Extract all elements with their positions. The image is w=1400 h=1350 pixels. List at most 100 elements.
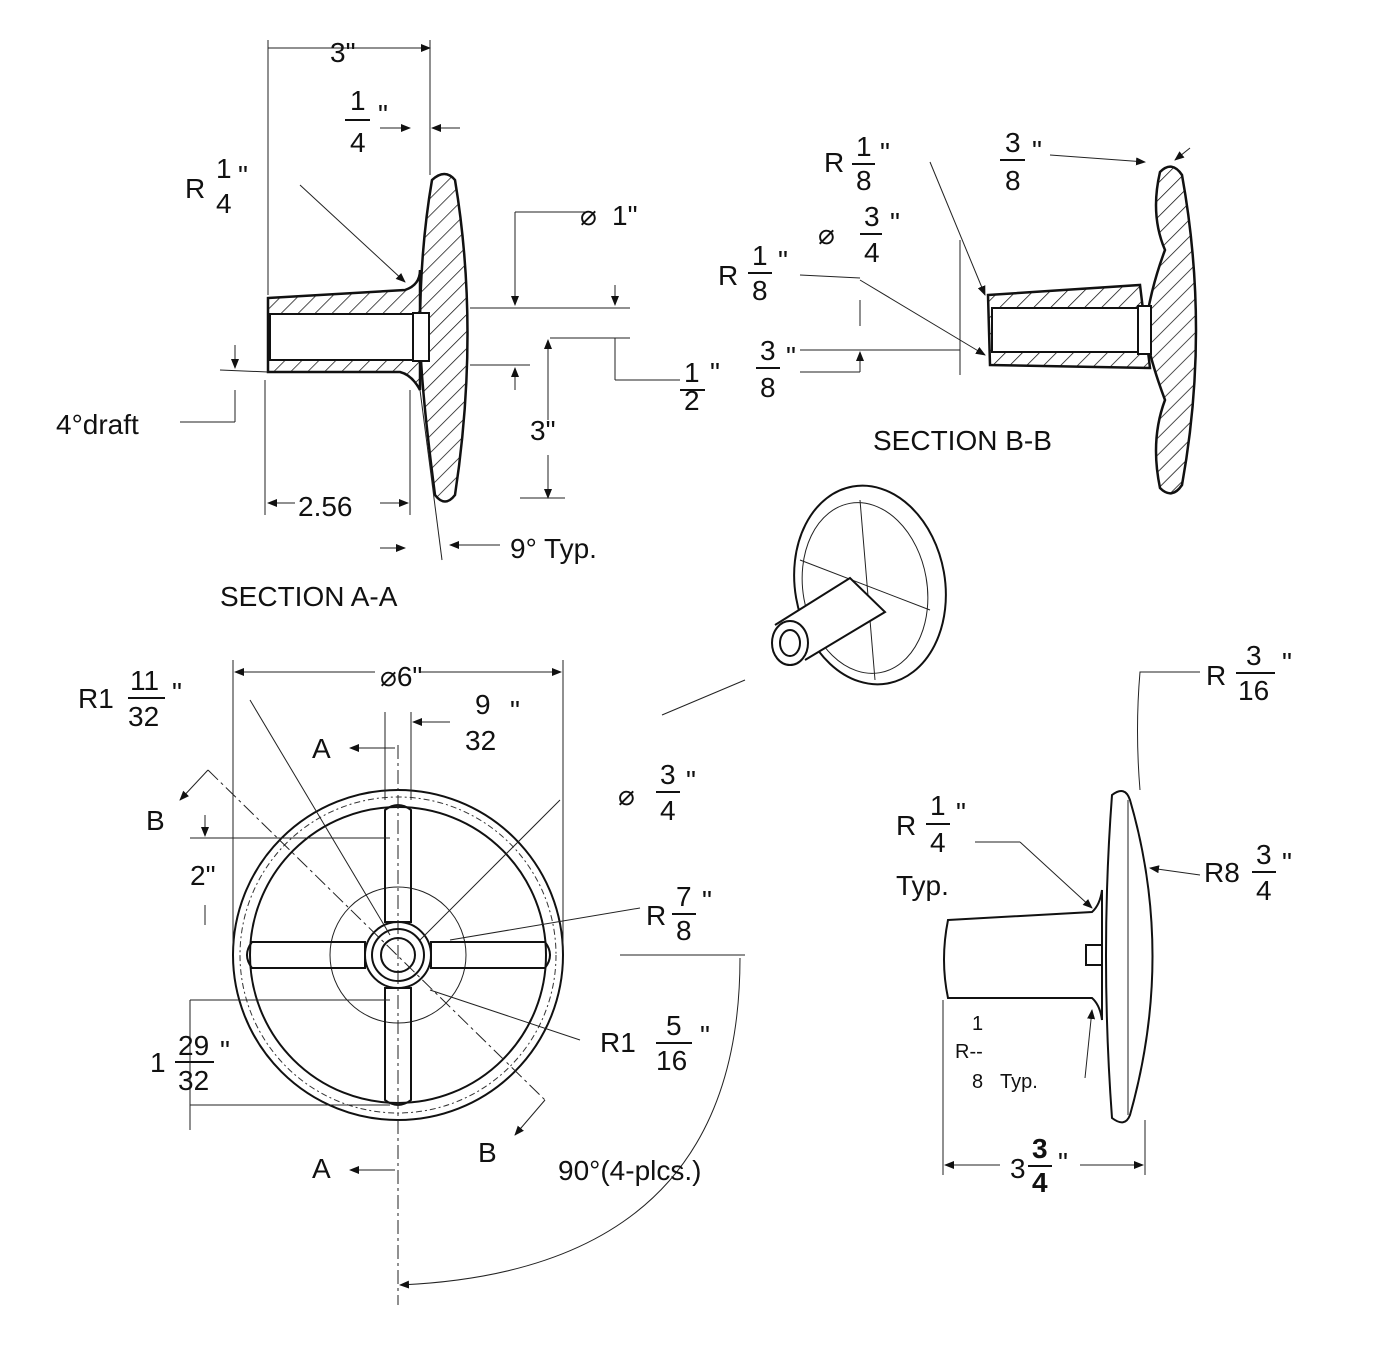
svg-text:R1: R1 (600, 1027, 636, 1058)
dim-angle: 9° Typ. (510, 533, 597, 564)
svg-text:3: 3 (1032, 1133, 1048, 1164)
svg-text:R: R (185, 173, 205, 204)
svg-text:R8: R8 (1204, 857, 1240, 888)
dim-spoke-width: 9 32 " (465, 689, 520, 756)
svg-text:R: R (824, 147, 844, 178)
svg-text:R1: R1 (78, 683, 114, 714)
svg-text:8: 8 (1005, 165, 1021, 196)
dim-outer-radius: R1 11 32 " (78, 665, 182, 732)
svg-text:2: 2 (684, 385, 700, 416)
dim-offset: 1 2 " (680, 357, 720, 416)
svg-text:R: R (718, 260, 738, 291)
svg-text:32: 32 (178, 1065, 209, 1096)
svg-text:8: 8 (752, 275, 768, 306)
svg-text:": " (700, 1020, 710, 1051)
spokes (246, 804, 551, 1106)
svg-text:7: 7 (676, 881, 692, 912)
svg-text:8: 8 (856, 165, 872, 196)
svg-text:": " (1032, 135, 1042, 166)
svg-text:29: 29 (178, 1030, 209, 1061)
svg-text:1: 1 (972, 1013, 983, 1035)
dim-hub-diameter: ⌀ 3 4 " (618, 759, 696, 826)
svg-text:16: 16 (1238, 675, 1269, 706)
svg-text:1": 1" (612, 200, 638, 231)
isometric-view (661, 484, 947, 716)
svg-text:4: 4 (1256, 875, 1272, 906)
svg-text:1: 1 (752, 240, 768, 271)
svg-text:R: R (1206, 660, 1226, 691)
dim-rib-thickness: 3 8 " (1000, 127, 1042, 196)
dim-angle: 90°(4-plcs.) (558, 1155, 701, 1186)
dim-hub-radius: R 7 8 " (646, 881, 712, 946)
svg-text:1: 1 (930, 790, 946, 821)
svg-text:Typ.: Typ. (1000, 1071, 1038, 1093)
dim-wall: 3 8 " (756, 335, 796, 403)
dim-fillet-mid: R 1 8 " (718, 240, 788, 306)
svg-text:": " (220, 1035, 230, 1066)
dim-hub-length: 2.56 (298, 491, 353, 522)
svg-text:8: 8 (760, 372, 776, 403)
section-b-b-title: SECTION B-B (873, 425, 1052, 456)
svg-text:": " (880, 137, 890, 168)
svg-text:": " (890, 207, 900, 238)
svg-text:⌀: ⌀ (580, 200, 597, 231)
svg-text:": " (172, 677, 182, 708)
svg-text:1: 1 (350, 85, 366, 116)
dim-draft: 4°draft (56, 409, 139, 440)
dim-face-radius: R8 3 4 " (1204, 839, 1292, 906)
svg-text:4: 4 (216, 188, 232, 219)
svg-text:3: 3 (660, 759, 676, 790)
svg-text:1: 1 (684, 357, 700, 388)
dim-inner-radius: R1 5 16 " (600, 1010, 710, 1076)
svg-text:": " (686, 765, 696, 796)
svg-text:4: 4 (1032, 1167, 1048, 1198)
svg-text:Typ.: Typ. (896, 870, 949, 901)
svg-text:": " (1282, 847, 1292, 878)
svg-text:3: 3 (1005, 127, 1021, 158)
section-a-a-title: SECTION A-A (220, 581, 398, 612)
svg-text:": " (710, 357, 720, 388)
svg-text:⌀: ⌀ (618, 780, 635, 811)
dim-spoke-length: 2" (190, 860, 216, 891)
svg-text:": " (238, 160, 248, 191)
dim-height: 3" (530, 415, 556, 446)
svg-text:⌀: ⌀ (818, 219, 835, 250)
svg-text:3: 3 (1010, 1153, 1026, 1184)
section-marker-a-top: A (312, 733, 331, 764)
dim-rim-radius: R 3 16 " (1206, 640, 1292, 706)
svg-text:4: 4 (660, 795, 676, 826)
section-marker-a-bottom: A (312, 1153, 331, 1184)
svg-text:": " (702, 885, 712, 916)
svg-text:9: 9 (475, 689, 491, 720)
svg-text:3: 3 (864, 201, 880, 232)
svg-text:": " (378, 99, 388, 130)
svg-text:8: 8 (972, 1071, 983, 1093)
svg-text:3: 3 (760, 335, 776, 366)
dim-bore-diameter: ⌀ 1" (580, 200, 638, 231)
dim-offset: 1 29 32 " (150, 1030, 230, 1096)
dim-length: 3 3 4 " (1010, 1133, 1068, 1198)
svg-text:11: 11 (130, 665, 159, 696)
svg-text:32: 32 (128, 701, 159, 732)
dim-fillet-radius: R 1 4 " (185, 153, 248, 219)
svg-text:1: 1 (150, 1047, 166, 1078)
svg-text:3: 3 (1246, 640, 1262, 671)
svg-text:32: 32 (465, 725, 496, 756)
flange-section (1143, 165, 1198, 495)
dim-diameter: ⌀6" (380, 661, 422, 692)
svg-text:1: 1 (216, 153, 232, 184)
section-marker-b-top: B (146, 805, 165, 836)
svg-text:16: 16 (656, 1045, 687, 1076)
svg-text:": " (1282, 647, 1292, 678)
front-view: R1 11 32 " ⌀6" 9 32 " A A B B 2" ⌀ 3 4 "… (78, 660, 745, 1305)
svg-text:R--: R-- (955, 1041, 983, 1063)
section-b-b: R 1 8 " 3 8 " ⌀ 3 4 " R 1 8 " 3 8 " SECT… (718, 127, 1198, 495)
svg-text:R: R (896, 810, 916, 841)
svg-text:4: 4 (930, 827, 946, 858)
svg-text:1: 1 (856, 131, 872, 162)
svg-text:4: 4 (864, 237, 880, 268)
svg-text:3: 3 (1256, 839, 1272, 870)
svg-text:R: R (646, 900, 666, 931)
svg-text:": " (786, 341, 796, 372)
